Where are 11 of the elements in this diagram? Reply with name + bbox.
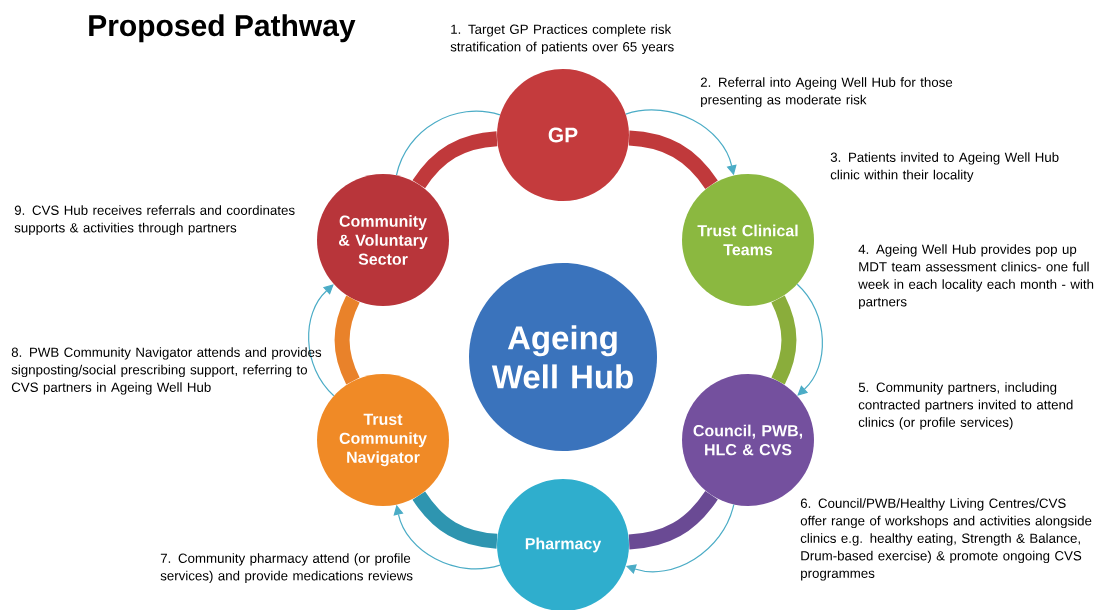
- note-text: 1. Target GP Practices complete risk stratification of patients over 65 years: [450, 24, 674, 55]
- arrow: [796, 283, 823, 396]
- note-text: 7. Community pharmacy attend (or profile services) and provide medications reviews: [160, 553, 413, 584]
- note-text: 4. Ageing Well Hub provides pop up MDT team assessment clinics- one full week in each locality each month - with partners: [858, 244, 1094, 310]
- note-text: 3. Patients invited to Ageing Well Hub clinic within their locality: [830, 152, 1059, 183]
- connector-line: [395, 110, 501, 176]
- note-text: 2. Referral into Ageing Well Hub for those presenting as moderate risk: [700, 77, 953, 108]
- arrow: [308, 284, 335, 397]
- note-text: 5. Community partners, including contracted partners invited to attend clinics (or profile services): [858, 382, 1073, 430]
- note-text: 9. CVS Hub receives referrals and coordinates supports & activities through partners: [14, 205, 295, 236]
- title: Proposed Pathway: [89, 14, 356, 43]
